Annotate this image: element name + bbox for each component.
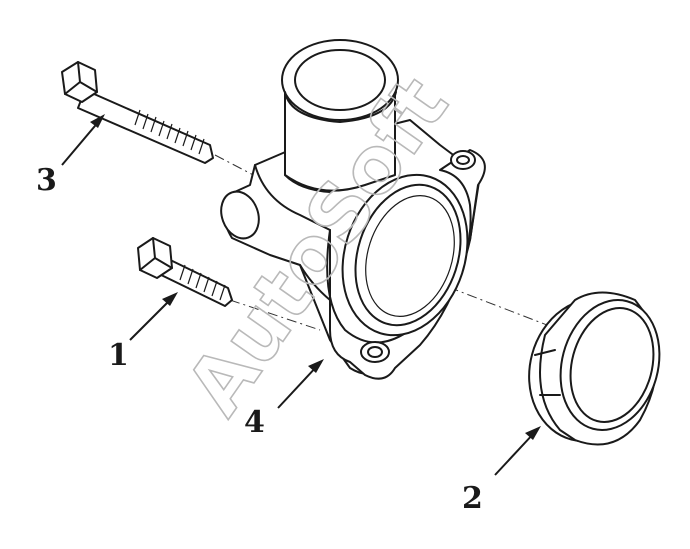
callout-label-3: 3 <box>36 163 57 198</box>
thermostat-housing <box>220 39 486 380</box>
bolt-1-axis <box>229 299 321 331</box>
short-bolt <box>137 237 233 307</box>
callout-arrow-4 <box>277 359 324 409</box>
long-bolt <box>61 61 214 164</box>
callout-label-1: 1 <box>108 338 129 373</box>
seal-ring <box>528 291 661 446</box>
callout-label-2: 2 <box>462 481 483 516</box>
callout-arrow-1 <box>129 292 178 341</box>
callout-arrow-2 <box>494 426 541 476</box>
callout-label-4: 4 <box>244 405 265 440</box>
callout-arrow-3 <box>61 114 105 166</box>
